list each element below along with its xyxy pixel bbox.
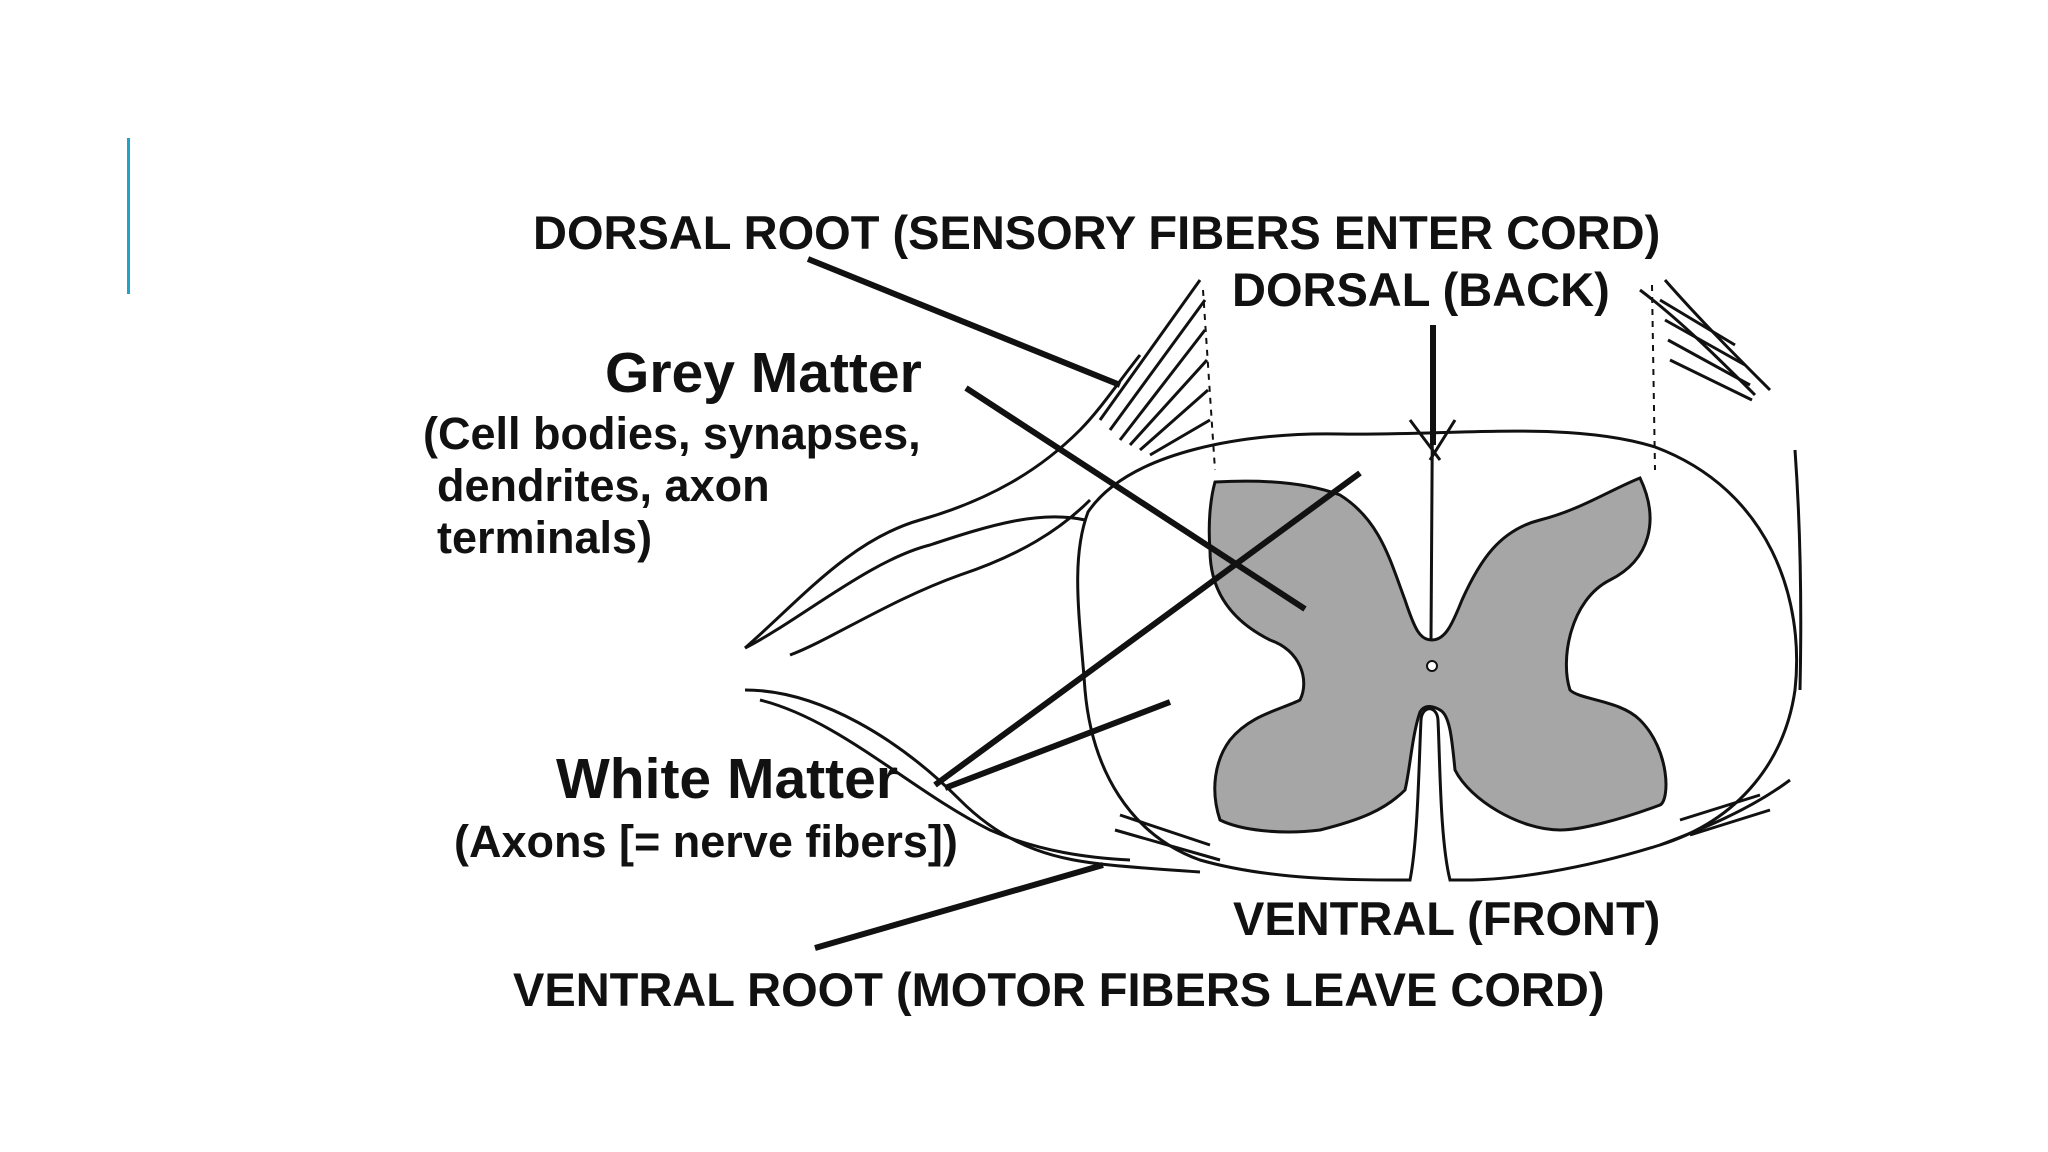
dorsal-root-right-2 — [1663, 279, 1772, 392]
dorsal-dash-left — [1202, 289, 1216, 471]
pointer-lines — [806, 256, 1436, 951]
dorsal-root-left — [744, 354, 1142, 650]
ventral-front-label: VENTRAL (FRONT) — [1233, 892, 1661, 945]
ventral-root-right — [1659, 778, 1791, 847]
ganglion — [744, 515, 1086, 650]
dorsal-dash-right — [1651, 284, 1656, 471]
slide-accent-bar — [127, 138, 130, 294]
fiber-hatching — [1098, 279, 1771, 862]
grey-matter-desc-line: dendrites, axon — [437, 459, 770, 511]
central-canal — [1426, 660, 1438, 672]
right-edge — [1793, 449, 1803, 691]
white-matter-label: White Matter — [556, 747, 898, 811]
grey-matter-shape — [1207, 476, 1668, 834]
grey-matter-desc-line: terminals) — [437, 511, 653, 563]
dorsal-root-label: DORSAL ROOT (SENSORY FIBERS ENTER CORD) — [533, 206, 1661, 259]
white-matter-description: (Axons [= nerve fibers]) — [454, 816, 958, 867]
ventral-root-label: VENTRAL ROOT (MOTOR FIBERS LEAVE CORD) — [513, 963, 1605, 1016]
grey-matter-label: Grey Matter — [605, 341, 922, 405]
grey-matter-description: (Cell bodies, synapses, dendrites, axon … — [423, 408, 921, 563]
ventral-root-left-2 — [759, 698, 1131, 862]
dorsal-root-left-lower — [789, 498, 1092, 657]
cord-outline — [1076, 429, 1799, 882]
dorsal-back-label: DORSAL (BACK) — [1232, 263, 1610, 316]
grey-matter-desc-line: (Cell bodies, synapses, — [423, 408, 921, 459]
